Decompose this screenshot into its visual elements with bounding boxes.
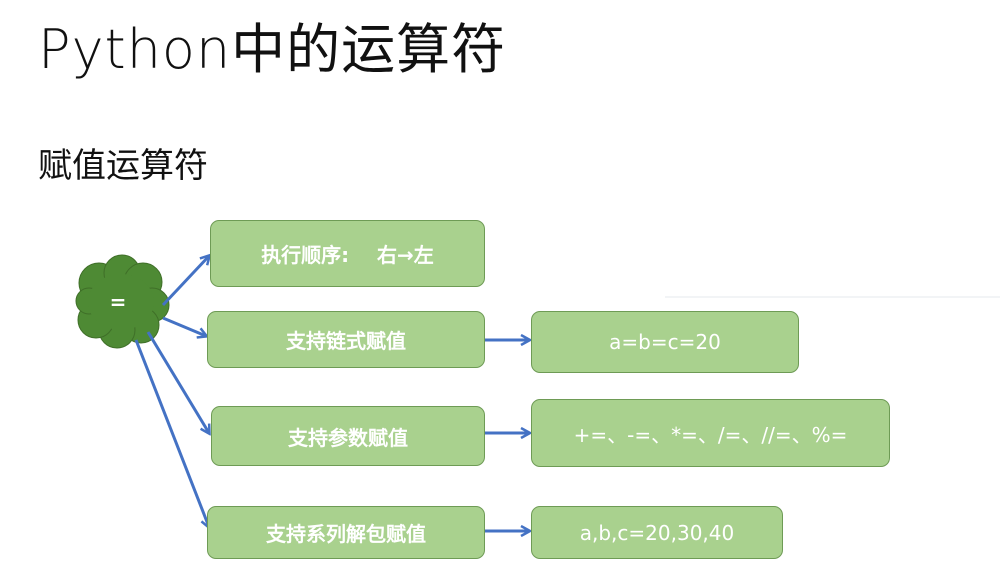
arrow-to-param bbox=[146, 331, 209, 433]
result-box-param: +=、-=、*=、/=、//=、%= bbox=[531, 399, 890, 467]
slide-title: Python中的运算符 bbox=[38, 18, 507, 81]
arrow-to-order bbox=[161, 256, 209, 307]
branch-box-param-assignment: 支持参数赋值 bbox=[211, 406, 485, 466]
cloud-node bbox=[75, 254, 170, 349]
faint-divider bbox=[665, 296, 1000, 298]
branch-box-execution-order: 执行顺序: 右→左 bbox=[210, 220, 485, 287]
result-box-unpack: a,b,c=20,30,40 bbox=[531, 506, 783, 559]
branch-box-unpack-assignment: 支持系列解包赋值 bbox=[207, 506, 485, 559]
branch-label: 支持系列解包赋值 bbox=[266, 522, 426, 546]
result-label: a=b=c=20 bbox=[609, 330, 721, 354]
section-subtitle: 赋值运算符 bbox=[38, 146, 208, 186]
result-box-chain: a=b=c=20 bbox=[531, 311, 799, 373]
branch-box-chain-assignment: 支持链式赋值 bbox=[207, 311, 485, 368]
branch-label: 支持参数赋值 bbox=[288, 425, 408, 450]
root-operator-label: = bbox=[109, 290, 127, 314]
arrow-to-chain bbox=[162, 316, 206, 336]
branch-label: 支持链式赋值 bbox=[286, 329, 406, 353]
result-label: +=、-=、*=、/=、//=、%= bbox=[573, 422, 848, 447]
arrow-to-unpack bbox=[134, 339, 209, 527]
result-label: a,b,c=20,30,40 bbox=[579, 520, 735, 545]
branch-label: 执行顺序: 右→左 bbox=[261, 243, 434, 267]
